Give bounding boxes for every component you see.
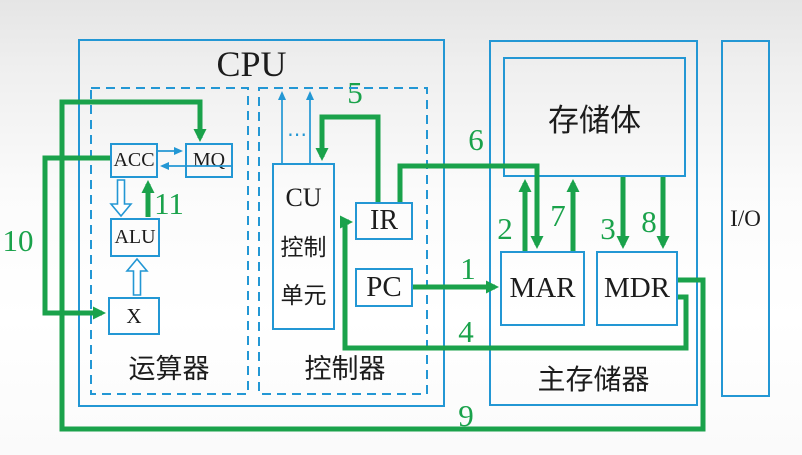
arrow-4-mdr-to-ir [340,215,689,351]
step-label-6: 6 [468,122,484,157]
acc-register: ACC [110,143,158,178]
cu-ellipsis: ⋯ [287,122,309,146]
x-register: X [108,297,160,335]
memory-bank-label: 存储体 [548,102,641,138]
io-label: I/O [730,205,761,231]
control-section-label: 控制器 [304,353,386,384]
datapath-dashed-frame [90,87,249,395]
mdr-label: MDR [603,272,671,304]
main-memory-label: 主存储器 [537,365,650,396]
control-dashed-frame [258,87,428,395]
cu-line1: 控制 [280,234,327,260]
step-label-1: 1 [460,251,476,286]
mdr-register: MDR [596,251,678,326]
arrow-5-ir-to-cu [315,114,381,202]
cu-box: CU 控制 单元 [272,163,335,330]
cpu-title: CPU [216,44,287,84]
pc-label: PC [366,271,402,303]
step-label-10: 10 [2,223,34,258]
step-label-11: 11 [154,186,184,221]
x-to-alu-hollow-arrow [125,257,149,296]
arrow-9-mdr-to-mq [59,99,706,432]
ir-register: IR [355,202,413,240]
x-label: X [126,303,142,328]
alu-box: ALU [110,218,160,257]
arrow-10-acc-to-x [42,155,110,320]
io-box: I/O [721,40,770,397]
step-label-2: 2 [497,211,513,246]
cpu-box [78,39,445,407]
memory-bank-box: 存储体 [503,57,686,177]
cu-line2: 单元 [280,282,327,308]
acc-to-alu-hollow-arrow [109,179,133,218]
cu-title: CU [285,183,322,213]
datapath-section-label: 运算器 [128,353,210,384]
step-label-5: 5 [347,75,363,110]
step-label-9: 9 [458,398,474,433]
arrow-6-ir-to-mar [397,163,544,249]
step-label-4: 4 [458,314,474,349]
main-memory-box [489,40,698,406]
alu-label: ALU [114,226,156,248]
pc-register: PC [355,268,413,307]
step-label-7: 7 [550,198,566,233]
mar-label: MAR [509,272,576,304]
acc-label: ACC [113,149,155,171]
step-label-3: 3 [600,211,616,246]
mar-register: MAR [500,251,585,326]
step-label-8: 8 [641,204,657,239]
ir-label: IR [370,205,398,236]
